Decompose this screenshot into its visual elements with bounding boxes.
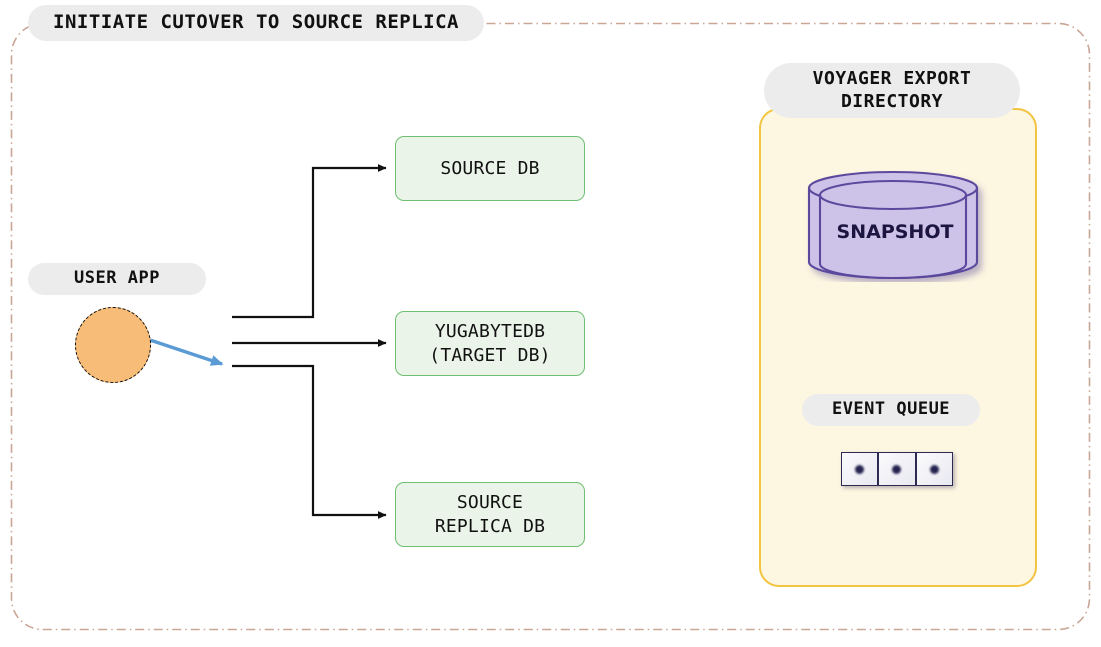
queue-event-dot-icon [929, 464, 939, 474]
queue-cell [841, 452, 879, 486]
snapshot-cylinder: SNAPSHOT [807, 170, 979, 280]
source-db-box: SOURCE DB [395, 136, 585, 201]
diagram-title-pill: INITIATE CUTOVER TO SOURCE REPLICA [28, 5, 484, 41]
event-queue-title: EVENT QUEUE [831, 399, 951, 420]
event-queue-title-pill: EVENT QUEUE [802, 394, 980, 426]
diagram-title: INITIATE CUTOVER TO SOURCE REPLICA [53, 11, 459, 34]
source-replica-db-label: SOURCE REPLICA DB [434, 491, 546, 537]
yugabytedb-target-label: YUGABYTEDB (TARGET DB) [429, 320, 551, 366]
queue-cell [878, 452, 916, 486]
connector-to-source-replica-db [232, 364, 387, 519]
user-app-label: USER APP [74, 268, 160, 289]
user-app-node [75, 307, 151, 383]
queue-event-dot-icon [855, 464, 865, 474]
cylinder-inner-top [818, 179, 968, 211]
queue-event-dot-icon [892, 464, 902, 474]
voyager-title: VOYAGER EXPORT DIRECTORY [812, 68, 972, 112]
user-app-title-pill: USER APP [28, 263, 206, 295]
connector-user-app-to-bus [149, 338, 224, 366]
queue-cell [915, 452, 953, 486]
event-queue-cells [841, 452, 953, 486]
source-replica-db-box: SOURCE REPLICA DB [395, 482, 585, 547]
connector-to-source-db [232, 164, 387, 319]
voyager-title-pill: VOYAGER EXPORT DIRECTORY [764, 63, 1020, 118]
source-db-label: SOURCE DB [440, 157, 540, 179]
yugabytedb-target-box: YUGABYTEDB (TARGET DB) [395, 311, 585, 376]
snapshot-label: SNAPSHOT [837, 221, 954, 243]
